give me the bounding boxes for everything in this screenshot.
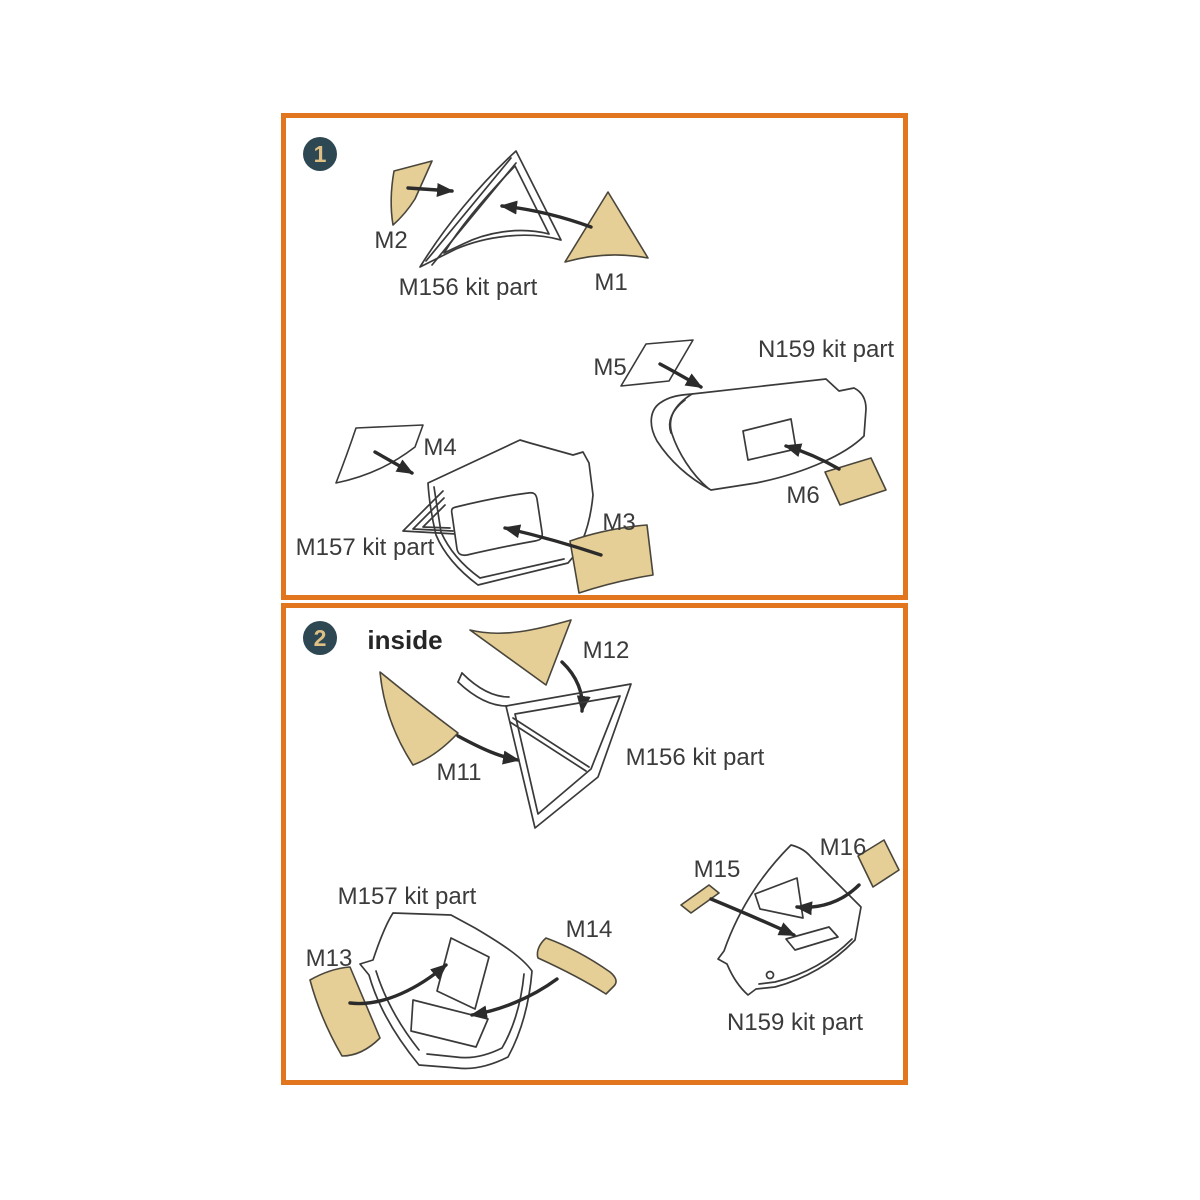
inside-note: inside — [367, 625, 442, 655]
step-1-badge-number: 1 — [314, 141, 327, 167]
m6-label: M6 — [786, 482, 819, 509]
m3-arrow — [503, 524, 603, 557]
m12-arrow — [560, 660, 591, 713]
m157-inner-edge — [433, 486, 565, 579]
m157-window-cutout — [450, 491, 544, 557]
m156-frame-inner — [443, 165, 550, 254]
n159-kit-part-label: N159 kit part — [758, 336, 894, 363]
m15-label: M15 — [694, 856, 741, 883]
m157-lower-window — [410, 999, 489, 1048]
step-1-panel: 1 M2 M156 kit part M1 M5 N159 k — [281, 113, 908, 600]
m1-mask-shape — [564, 191, 649, 263]
m157-fold-triangle-b — [412, 497, 454, 532]
step-2-diagram: 2 inside M12 M11 M156 kit part — [303, 619, 900, 1070]
m156-frame-inner — [514, 695, 621, 815]
m157-fold-triangle-a — [402, 490, 457, 535]
m3-label: M3 — [602, 509, 635, 536]
m156-frame-outer — [505, 683, 632, 829]
n159-kit-part-label: N159 kit part — [727, 1009, 863, 1036]
n159-part-outline — [717, 844, 862, 996]
m156-frame-strut-a — [512, 717, 590, 768]
m156-frame-outer — [419, 150, 562, 268]
m156-cluster: M2 M156 kit part M1 — [374, 150, 649, 301]
m157-cluster: M4 M157 kit part M3 — [296, 424, 654, 594]
m156-kit-part-label: M156 kit part — [399, 274, 538, 301]
m12-label: M12 — [583, 637, 630, 664]
m13-mask-shape — [309, 966, 381, 1057]
m5-arrow — [658, 362, 703, 389]
m16-arrow — [795, 883, 861, 916]
m5-mask-shape — [620, 339, 694, 387]
m156-frame-arm-outer — [457, 681, 508, 707]
m12-mask-shape — [469, 619, 572, 686]
n159-upper-window — [754, 877, 804, 919]
m2-arrow — [406, 182, 454, 197]
n159-lower-window — [785, 926, 839, 951]
m13-label: M13 — [306, 945, 353, 972]
n159-inner-edge — [758, 938, 853, 985]
n159-fold-line-b — [668, 399, 686, 434]
step-2-badge — [303, 621, 337, 655]
m156-frame-arm-inner — [461, 672, 510, 698]
m157-kit-part-label: M157 kit part — [296, 534, 435, 561]
m4-arrow — [373, 450, 414, 475]
step-2-badge-number: 2 — [314, 625, 327, 651]
n159-pin-hole — [765, 970, 775, 980]
m157-fold-triangle-c — [422, 504, 451, 529]
m16-label: M16 — [820, 834, 867, 861]
m3-mask-shape — [569, 524, 654, 594]
m157-inner-edge-left — [375, 970, 420, 1051]
m156-frame-arm-tip — [457, 672, 463, 683]
m16-mask-shape — [857, 839, 900, 888]
m156-kit-part-label: M156 kit part — [626, 744, 765, 771]
m1-arrow — [500, 200, 593, 229]
step-1-badge — [303, 137, 337, 171]
n159-cluster: M5 N159 kit part M6 — [593, 336, 894, 509]
m15-arrow — [709, 897, 796, 937]
m14-arrow — [470, 977, 559, 1020]
m2-label: M2 — [374, 227, 407, 254]
m156-inside-cluster: M12 M11 M156 kit part — [379, 619, 765, 829]
m14-label: M14 — [566, 916, 613, 943]
m157-kit-part-label: M157 kit part — [338, 883, 477, 910]
m13-arrow — [348, 963, 448, 1006]
m156-frame-strut-b — [509, 721, 587, 772]
m11-label: M11 — [437, 759, 482, 786]
m15-mask-shape — [680, 884, 720, 914]
m156-frame-strut-b — [431, 162, 517, 266]
m5-label: M5 — [593, 354, 626, 381]
m4-label: M4 — [423, 434, 456, 461]
step-1-diagram: 1 M2 M156 kit part M1 M5 N159 k — [296, 137, 894, 594]
m157-inside-cluster: M157 kit part M13 M14 — [306, 883, 617, 1070]
step-2-panel: 2 inside M12 M11 M156 kit part — [281, 603, 908, 1085]
m11-mask-shape — [379, 671, 459, 766]
m14-mask-shape — [536, 937, 617, 995]
m1-label: M1 — [594, 269, 627, 296]
m11-arrow — [456, 734, 520, 765]
m2-mask-shape — [390, 160, 433, 226]
n159-inside-cluster: M15 M16 N159 kit part — [680, 834, 900, 1036]
m156-frame-strut-a — [425, 157, 512, 262]
m6-arrow — [784, 443, 841, 471]
